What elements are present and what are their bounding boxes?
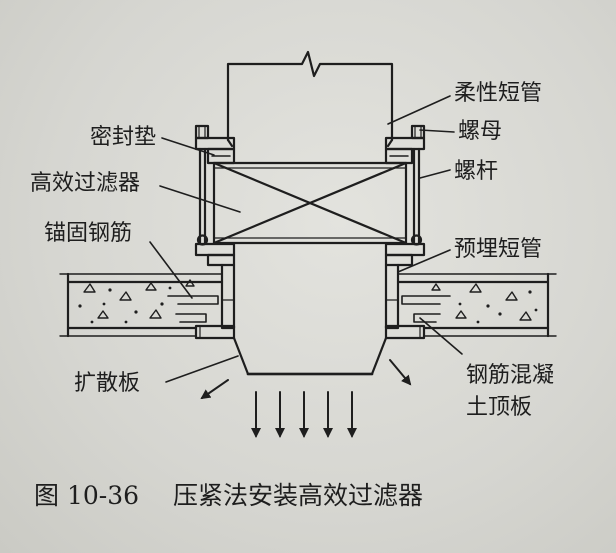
embedded-pipe	[220, 263, 400, 330]
label-hepa-filter: 高效过滤器	[30, 171, 140, 196]
bottom-flange-left	[194, 324, 236, 340]
label-flexible-pipe: 柔性短管	[454, 81, 542, 106]
diffuser-plate	[232, 336, 388, 376]
label-screw-rod: 螺杆	[454, 159, 498, 184]
label-nut: 螺母	[458, 119, 502, 144]
bottom-flange-right	[384, 324, 426, 340]
concrete-slab-left	[59, 272, 224, 338]
label-rc-slab-line2: 土顶板	[466, 395, 532, 420]
figure-number: 图 10-36	[34, 481, 140, 510]
screw-rod-right	[410, 147, 423, 246]
label-embedded-pipe: 预埋短管	[454, 237, 542, 262]
label-rc-slab-line1: 钢筋混凝	[466, 363, 554, 388]
lower-flange-right	[384, 242, 426, 267]
leader-lines	[149, 95, 463, 383]
nut-top-right	[410, 124, 426, 140]
flexible-pipe	[226, 50, 394, 148]
lower-flange-left	[194, 242, 236, 267]
label-gasket: 密封垫	[90, 125, 156, 150]
figure-title: 压紧法安装高效过滤器	[173, 481, 424, 510]
hepa-filter-box	[212, 161, 408, 245]
label-anchor-rebar: 锚固钢筋	[44, 221, 132, 246]
figure-caption: 图 10-36 压紧法安装高效过滤器	[34, 476, 594, 512]
label-diffuser-plate: 扩散板	[74, 371, 140, 396]
airflow-arrows	[200, 359, 412, 438]
concrete-slab-right	[396, 272, 557, 338]
screw-rod-left	[196, 147, 209, 246]
nut-top-left	[194, 124, 210, 140]
